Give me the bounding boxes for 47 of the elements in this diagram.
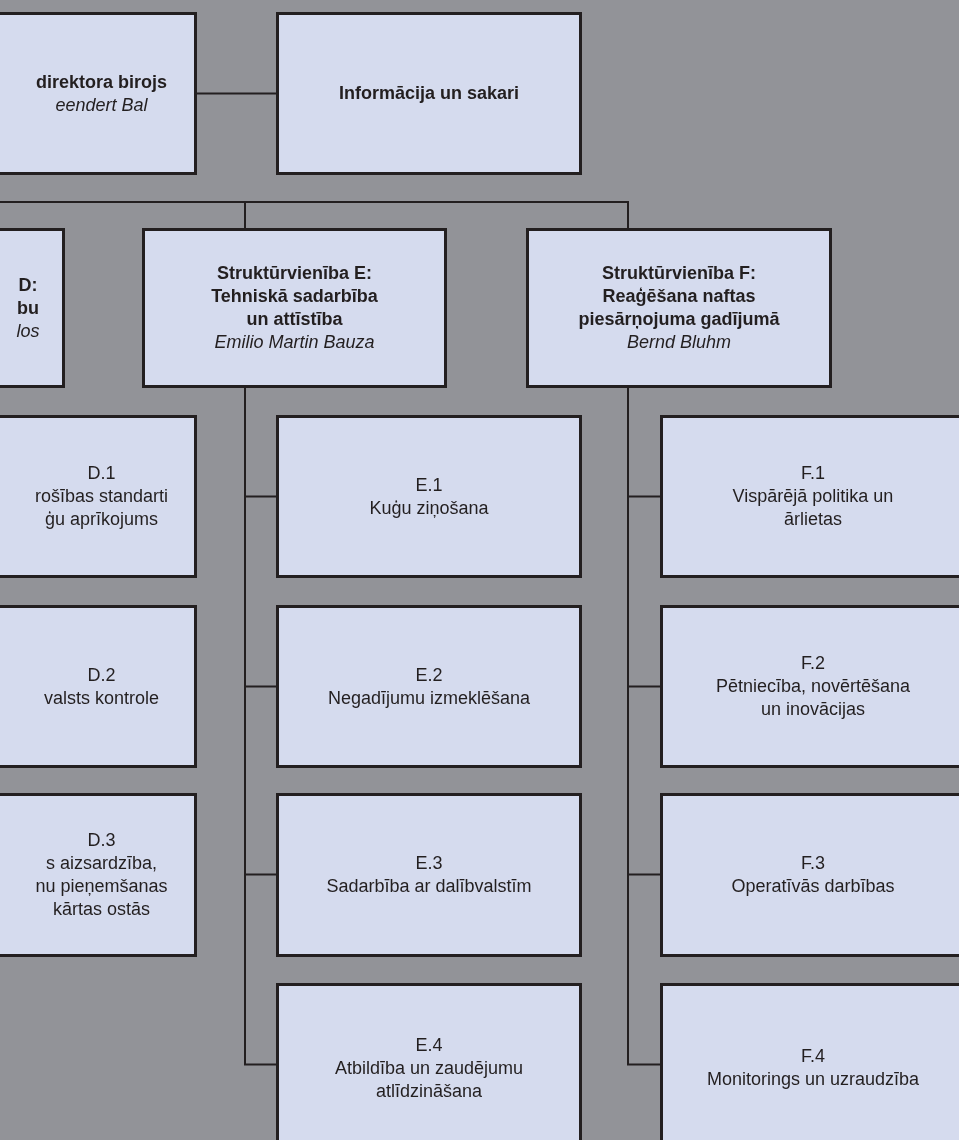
department-name: valsts kontrole [43,686,160,710]
org-box [660,415,959,578]
unit-code: F.2 [801,652,825,675]
unit-code: F.3 [801,852,825,875]
person-name: los [16,319,40,343]
org-box [276,793,582,957]
department-title: bu [17,296,39,320]
org-box [660,605,959,768]
unit-code: E.2 [415,663,443,687]
unit-code: D.3 [87,829,116,852]
unit-code: E.3 [415,852,443,875]
org-box [660,793,959,957]
unit-code: D.2 [87,663,116,687]
person-name: Bernd Bluhm [626,331,732,354]
connector-line [196,92,277,95]
department-name: nu pieņemšanas [35,875,168,898]
department-title: Struktūrvienība E: Tehniskā sadarbība un attīstība [210,262,379,331]
department-name: s aizsardzība, [45,852,158,875]
department-title: Struktūrvienība F: Reaģēšana naftas piesārņojuma gadījumā [577,262,781,331]
org-box [276,12,582,175]
department-title: Informācija un sakari [338,82,520,105]
org-box [276,415,582,578]
department-name: Negadījumu izmeklēšana [327,686,531,710]
unit-code: D.1 [87,462,116,485]
department-name: Monitorings un uzraudzība [706,1068,920,1091]
department-name: Operatīvās darbības [731,875,895,898]
department-name: rošības standarti [34,485,169,508]
org-box [276,605,582,768]
unit-code: E.1 [415,473,443,497]
department-title: D: [18,273,38,297]
department-title: direktora birojs [35,70,167,94]
department-name: Kuģu ziņošana [369,496,489,520]
org-box [526,228,832,388]
unit-code: F.4 [801,1045,825,1068]
department-name: Atbildība un zaudējumu atlīdzināšana [333,1056,525,1103]
department-name: ģu aprīkojums [44,508,159,531]
unit-code: E.4 [415,1033,443,1057]
unit-code: F.1 [801,462,825,485]
department-name: kārtas ostās [52,898,150,921]
person-name: Emilio Martin Bauza [214,331,375,354]
department-name: Pētniecība, novērtēšana un inovācijas [714,675,912,721]
department-name: Sadarbība ar dalībvalstīm [326,875,532,898]
person-name: eendert Bal [55,93,148,117]
org-box [276,983,582,1140]
org-box [660,983,959,1140]
department-name: Vispārējā politika un ārlietas [731,485,895,531]
org-box [142,228,447,388]
